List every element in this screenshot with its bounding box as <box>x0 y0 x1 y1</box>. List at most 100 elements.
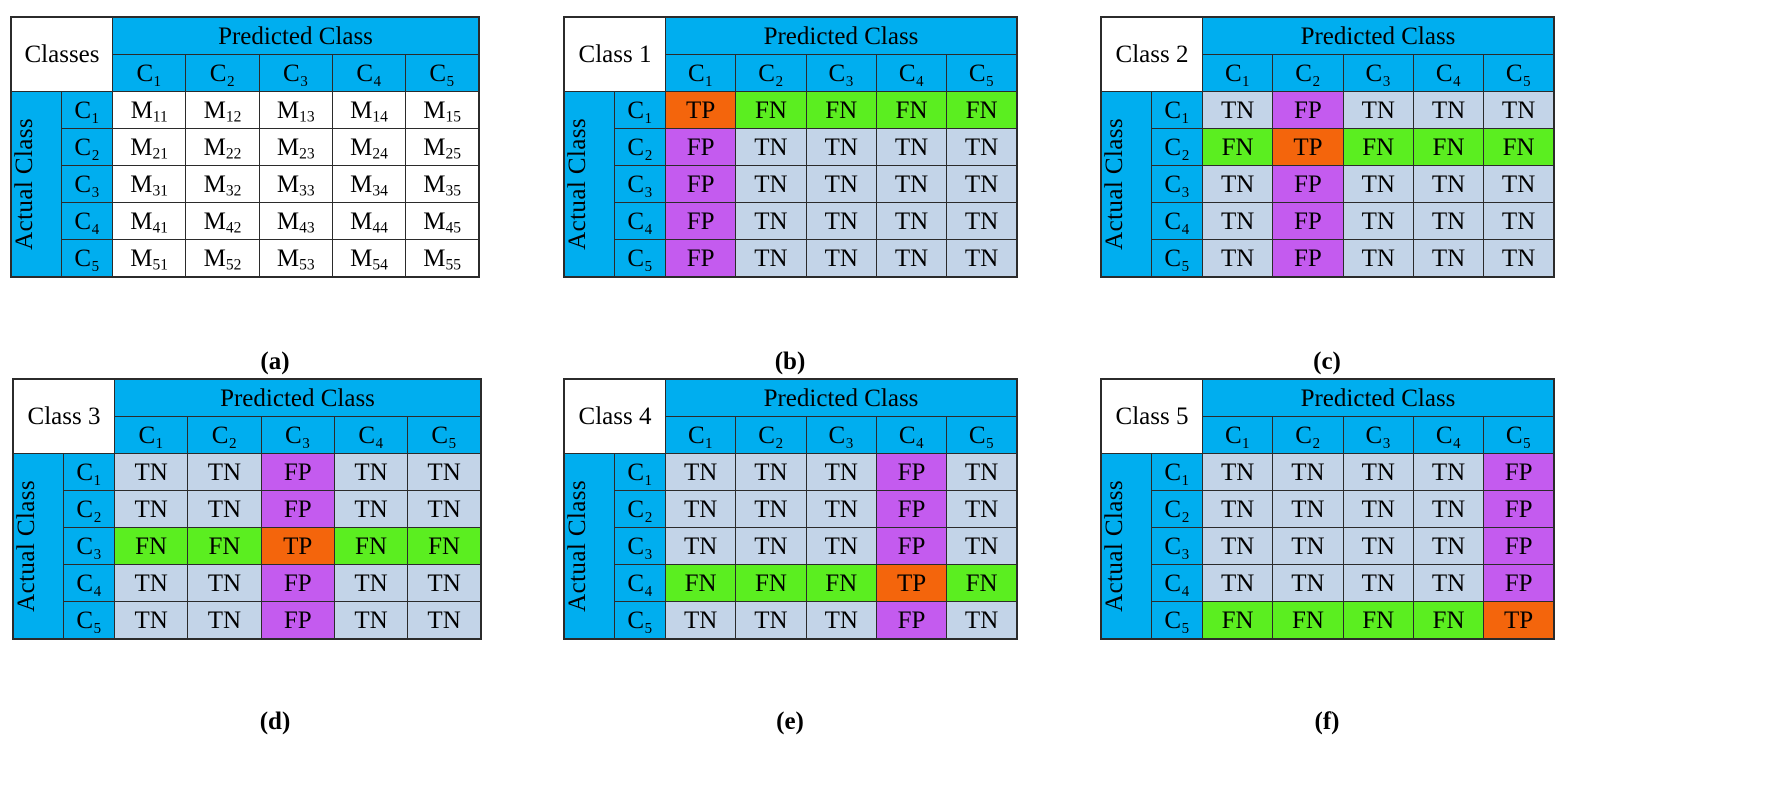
row-header-c2: C₂ <box>63 490 115 528</box>
cell-r3-c1-tn: TN <box>664 527 737 565</box>
column-header-c3: C₃ <box>260 416 335 454</box>
corner-title-d: Class 3 <box>12 378 115 454</box>
cell-r5-c5-white: M55 <box>405 239 480 278</box>
cell-r5-c5-tp: TP <box>1483 601 1555 640</box>
row-header-c1: C₁ <box>614 91 666 129</box>
panel-caption-b: (b) <box>774 348 806 375</box>
cell-r4-c1-tn: TN <box>113 564 189 602</box>
cell-r2-c2-tn: TN <box>735 128 807 166</box>
row-header-c1: C₁ <box>1151 91 1203 129</box>
cell-r1-c1-tn: TN <box>664 453 737 491</box>
corner-title-b: Class 1 <box>563 16 666 92</box>
cell-r1-c4-tn: TN <box>333 453 409 491</box>
cell-r4-c3-white: M43 <box>258 202 333 240</box>
actual-class-label: Actual Class <box>1101 480 1128 612</box>
actual-class-header: Actual Class <box>1100 91 1153 278</box>
cell-r5-c3-fp: FP <box>260 601 335 640</box>
row-header-c5: C₅ <box>63 601 115 640</box>
cell-r3-c2-fp: FP <box>1272 165 1344 203</box>
cell-r4-c4-tp: TP <box>875 564 948 602</box>
actual-class-header: Actual Class <box>563 453 616 640</box>
column-header-c5: C₅ <box>405 54 480 92</box>
cell-r3-c3-white: M33 <box>258 165 333 203</box>
cell-r3-c3-tn: TN <box>805 527 877 565</box>
row-header-c5: C₅ <box>614 239 666 278</box>
row-header-c4: C₄ <box>61 202 113 240</box>
cell-r2-c2-white: M22 <box>185 128 260 166</box>
corner-title-c: Class 2 <box>1100 16 1203 92</box>
cell-r5-c3-white: M53 <box>258 239 333 278</box>
cell-r2-c3-white: M23 <box>258 128 333 166</box>
cell-r2-c5-fp: FP <box>1483 490 1555 528</box>
cell-r2-c1-white: M21 <box>111 128 187 166</box>
cell-r4-c4-tn: TN <box>875 202 948 240</box>
cell-r1-c3-fp: FP <box>260 453 335 491</box>
row-header-c2: C₂ <box>1151 490 1203 528</box>
cell-r5-c1-fp: FP <box>664 239 737 278</box>
cell-r2-c3-fp: FP <box>260 490 335 528</box>
cell-r3-c2-tn: TN <box>735 165 807 203</box>
cell-r1-c2-white: M12 <box>185 91 260 129</box>
cell-r5-c4-tn: TN <box>333 601 409 640</box>
actual-class-label: Actual Class <box>564 480 591 612</box>
column-header-c5: C₅ <box>407 416 482 454</box>
cell-r2-c1-tn: TN <box>113 490 189 528</box>
cell-r1-c5-fn: FN <box>946 91 1018 129</box>
cell-r1-c2-fp: FP <box>1272 91 1344 129</box>
column-header-c2: C₂ <box>1272 54 1344 92</box>
cell-r1-c4-tn: TN <box>1412 91 1485 129</box>
predicted-class-header: Predicted Class <box>114 378 482 417</box>
row-header-c3: C₃ <box>63 527 115 565</box>
cell-r3-c2-tn: TN <box>735 527 807 565</box>
cell-r5-c2-tn: TN <box>735 239 807 278</box>
column-header-c5: C₅ <box>1483 416 1555 454</box>
column-header-c4: C₄ <box>875 54 948 92</box>
cell-r3-c3-tn: TN <box>1342 527 1414 565</box>
column-header-c3: C₃ <box>258 54 333 92</box>
cell-r4-c1-white: M41 <box>111 202 187 240</box>
cell-r2-c4-tn: TN <box>875 128 948 166</box>
column-header-c5: C₅ <box>946 416 1018 454</box>
column-header-c2: C₂ <box>735 54 807 92</box>
panel-caption-f: (f) <box>1314 708 1340 735</box>
cell-r3-c5-tn: TN <box>946 527 1018 565</box>
cell-r5-c1-white: M51 <box>111 239 187 278</box>
cell-r3-c1-fp: FP <box>664 165 737 203</box>
column-header-c4: C₄ <box>331 54 407 92</box>
row-header-c5: C₅ <box>61 239 113 278</box>
cell-r4-c3-tn: TN <box>805 202 877 240</box>
corner-title-a: Classes <box>10 16 113 92</box>
cell-r1-c5-white: M15 <box>405 91 480 129</box>
cell-r4-c5-tn: TN <box>946 202 1018 240</box>
predicted-class-header: Predicted Class <box>112 16 480 55</box>
column-header-c1: C₁ <box>664 54 737 92</box>
row-header-c1: C₁ <box>61 91 113 129</box>
cell-r1-c2-tn: TN <box>187 453 262 491</box>
row-header-c2: C₂ <box>61 128 113 166</box>
cell-r4-c2-tn: TN <box>187 564 262 602</box>
cell-r2-c5-fn: FN <box>1483 128 1555 166</box>
cell-r1-c4-white: M14 <box>331 91 407 129</box>
row-header-c4: C₄ <box>1151 564 1203 602</box>
column-header-c3: C₃ <box>1342 416 1414 454</box>
